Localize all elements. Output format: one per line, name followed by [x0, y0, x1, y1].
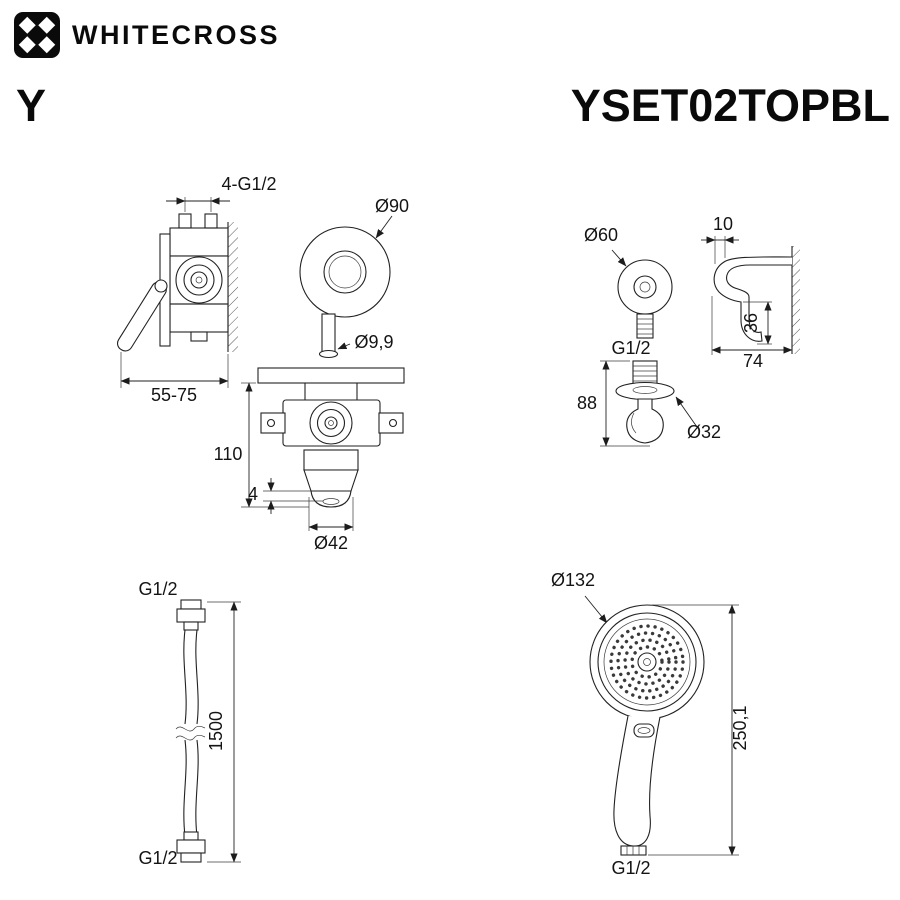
- bracket-side-view: 10 36 74: [701, 214, 800, 371]
- dim-shower-length-label: 250,1: [730, 705, 750, 750]
- dim-hose-length-label: 1500: [206, 711, 226, 751]
- hand-shower-thread-label: G1/2: [611, 858, 650, 878]
- dim-base-label: Ø32: [687, 422, 721, 442]
- hose-thread-top-label: G1/2: [138, 579, 177, 599]
- dim-hook-label: 36: [741, 313, 761, 333]
- spray-mode-dial: [637, 652, 657, 672]
- mixer-front-view: 4-G1/2 55-75: [116, 174, 277, 405]
- dim-knob-label: Ø42: [314, 533, 348, 553]
- dim-spout-label: Ø9,9: [354, 332, 393, 352]
- whitecross-x-logo-icon: [14, 12, 60, 58]
- dim-plate-label: 4: [248, 484, 258, 504]
- dim-elbow-height-label: 88: [577, 393, 597, 413]
- diverter-button: [633, 723, 655, 738]
- dim-escutcheon-label: Ø60: [584, 225, 618, 245]
- hand-shower-view: Ø132 G1/2 250,1: [551, 570, 750, 878]
- dim-connections-label: 4-G1/2: [221, 174, 276, 194]
- brand-header: WHITECROSS: [14, 12, 280, 58]
- dim-lip-label: 10: [713, 214, 733, 234]
- brand-name: WHITECROSS: [72, 20, 281, 50]
- model-code: YSET02TOPBL: [570, 80, 890, 131]
- elbow-thread-label: G1/2: [611, 338, 650, 358]
- handset-holder: [626, 398, 664, 444]
- hose-thread-bottom-label: G1/2: [138, 848, 177, 868]
- series-code: Y: [16, 80, 47, 131]
- dim-bracket-depth-label: 74: [743, 351, 763, 371]
- trim-plate-view: Ø90 Ø9,9: [299, 196, 409, 359]
- wall-elbow-view: Ø60 G1/2 88 Ø3: [577, 225, 721, 447]
- dim-head-label: Ø132: [551, 570, 595, 590]
- shower-hose-view: G1/2 G1/2 1500: [138, 579, 241, 868]
- dim-trim-diameter-label: Ø90: [375, 196, 409, 216]
- mixer-top-view: 110 4 Ø42: [214, 367, 405, 553]
- dim-depth-label: 55-75: [151, 385, 197, 405]
- dim-height-label: 110: [214, 444, 243, 464]
